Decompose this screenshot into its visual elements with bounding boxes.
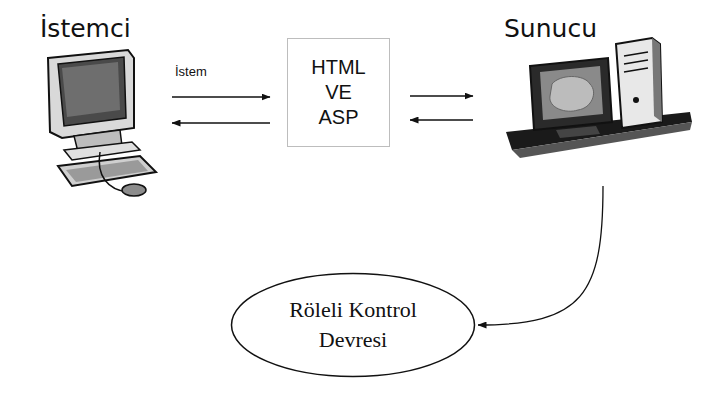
box-text: HTML VE ASP <box>308 55 370 130</box>
node-heading: İstemci <box>40 14 131 43</box>
client-node: İstemci <box>38 14 172 200</box>
ellipse-text: Röleli Kontrol Devresi <box>266 295 441 355</box>
connector-arrow <box>410 119 473 120</box>
node-heading: Sunucu <box>504 14 597 43</box>
connector-arrow <box>478 186 603 325</box>
circuit-ellipse: Röleli Kontrol Devresi <box>230 272 476 378</box>
connector-arrow <box>172 122 270 123</box>
process-box: HTML VE ASP <box>287 38 390 147</box>
ellipse-shape <box>232 274 475 377</box>
ellipse-outline <box>230 272 476 378</box>
connector-arrow <box>410 95 473 96</box>
server-node: Sunucu <box>500 14 700 184</box>
edge-label: İstem <box>175 64 207 79</box>
connector-arrow <box>172 96 270 97</box>
